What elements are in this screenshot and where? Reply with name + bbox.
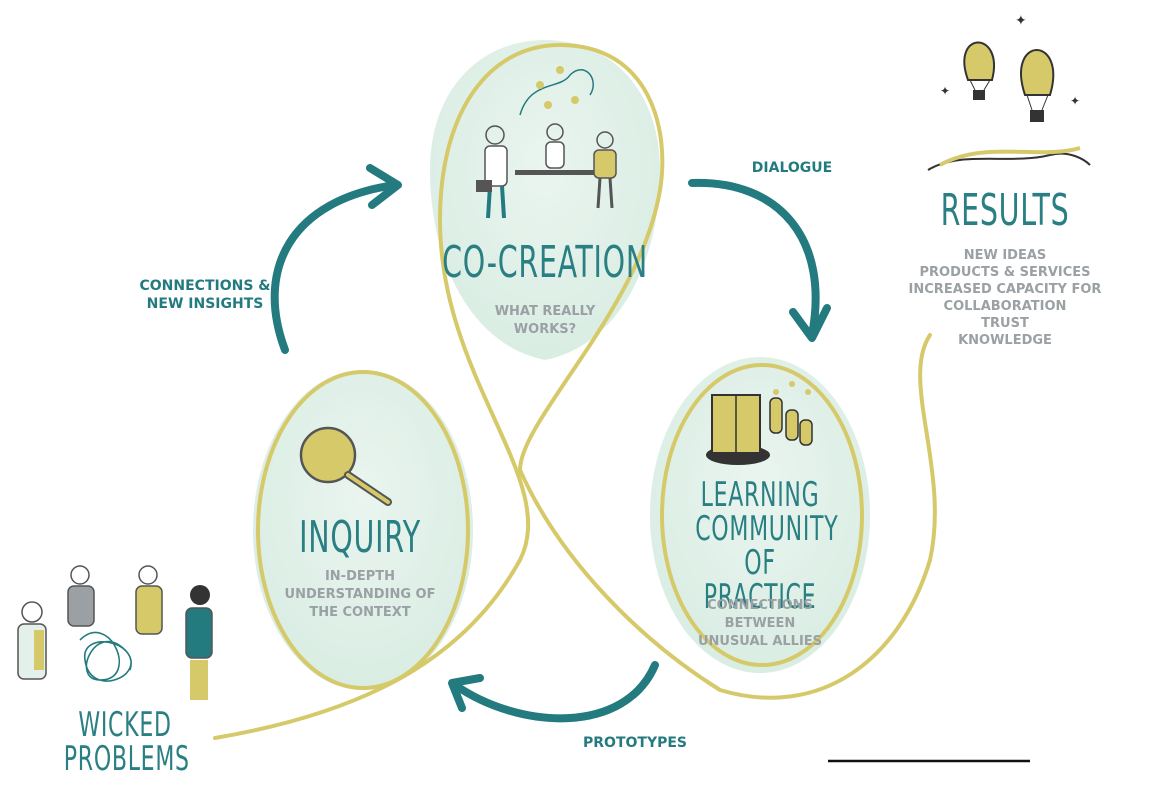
dialogue-label: DIALOGUE (751, 160, 833, 176)
magnifying-glass-icon (299, 426, 392, 506)
cocreation-bubble (430, 40, 660, 360)
arrow-prototypes (451, 661, 659, 723)
loop-line (213, 42, 937, 740)
learning-title-line-2: COMMUNITY (695, 509, 839, 549)
learning-bubble (650, 357, 870, 673)
results-item-5: KNOWLEDGE (958, 333, 1052, 348)
wicked-line-2: PROBLEMS (63, 739, 190, 779)
learning-title-line-1: LEARNING (700, 475, 820, 515)
connections-line-1: CONNECTIONS & (139, 278, 271, 294)
learning-sub-line-2: BETWEEN (724, 616, 796, 631)
learning-title-line-3: OF PRACTICE (703, 543, 817, 617)
results-title: RESULTS (940, 185, 1070, 236)
cocreation-people-illustration (476, 66, 617, 219)
results-item-4: TRUST (981, 316, 1029, 331)
results-list: NEW IDEAS PRODUCTS & SERVICES INCREASED … (845, 247, 1152, 349)
svg-text:✦: ✦ (1070, 94, 1080, 108)
learning-sub-line-3: UNUSUAL ALLIES (697, 634, 823, 649)
connections-label: CONNECTIONS & NEW INSIGHTS (130, 277, 280, 313)
arrow-connections-head (366, 164, 402, 209)
results-item-2: PRODUCTS & SERVICES (919, 265, 1091, 280)
learning-book-illustration (706, 381, 813, 465)
results-item-1: NEW IDEAS (963, 248, 1047, 263)
cocreation-sub-line-2: WORKS? (513, 322, 577, 337)
prototypes-label: PROTOTYPES (583, 735, 687, 751)
learning-sub-line-1: CONNECTIONS (707, 598, 813, 613)
cocreation-subtitle: WHAT REALLY WORKS? (480, 303, 610, 339)
hot-air-balloons-illustration: ✦ ✦ ✦ (927, 13, 1091, 171)
tangled-people-illustration (17, 565, 213, 700)
arrow-dialogue-head (789, 304, 831, 342)
cocreation-sub-line-1: WHAT REALLY (494, 304, 596, 319)
arrow-connections (270, 181, 399, 354)
inquiry-sub-line-2: UNDERSTANDING OF (284, 587, 436, 602)
inquiry-subtitle: IN-DEPTH UNDERSTANDING OF THE CONTEXT (275, 568, 445, 622)
inquiry-title: INQUIRY (299, 512, 421, 563)
learning-subtitle: CONNECTIONS BETWEEN UNUSUAL ALLIES (680, 597, 840, 651)
cocreation-title: CO-CREATION (442, 237, 648, 288)
wicked-line-1: WICKED (78, 705, 172, 745)
wicked-problems-title: WICKED PROBLEMS (63, 705, 190, 779)
learning-outline (660, 363, 864, 667)
inquiry-sub-line-1: IN-DEPTH (324, 569, 396, 584)
learning-title: LEARNING COMMUNITY OF PRACTICE (695, 475, 839, 617)
inquiry-sub-line-3: THE CONTEXT (309, 605, 411, 620)
svg-text:✦: ✦ (940, 84, 950, 98)
arrow-prototypes-head (448, 674, 484, 712)
results-item-3: INCREASED CAPACITY FOR COLLABORATION (908, 282, 1102, 314)
connections-line-2: NEW INSIGHTS (146, 296, 264, 312)
arrow-dialogue (688, 178, 820, 339)
svg-text:✦: ✦ (1015, 13, 1027, 29)
inquiry-outline (256, 370, 470, 690)
